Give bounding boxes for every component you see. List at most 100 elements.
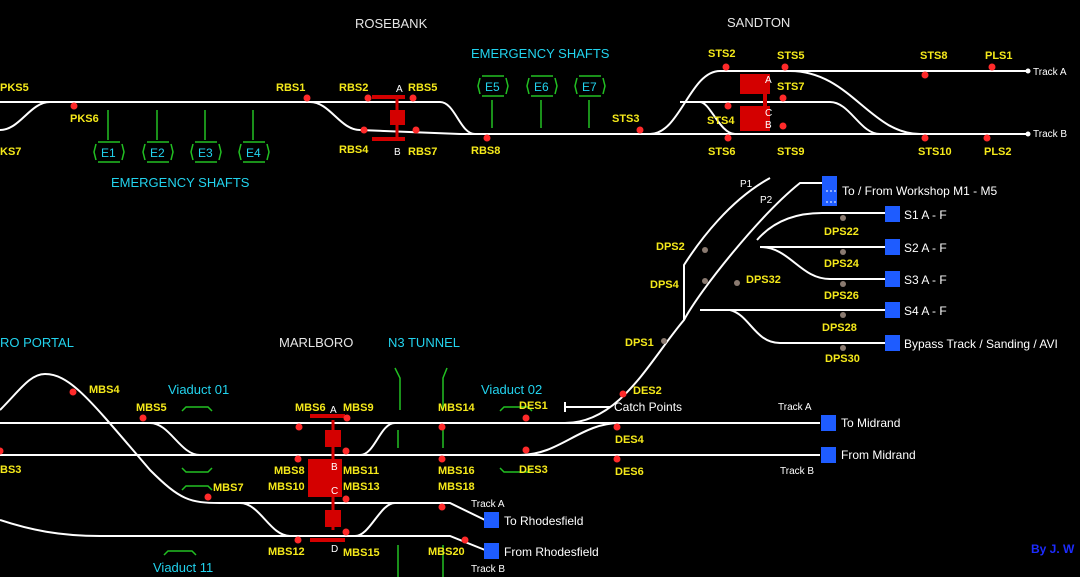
signal-lamp-rbs4 <box>360 126 368 134</box>
point-label-a1: A <box>396 84 403 95</box>
signal-lamp-mbs16 <box>438 455 446 463</box>
area-n3-tunnel: N3 TUNNEL <box>388 335 460 350</box>
dest-from-rhodesfield[interactable]: From Rhodesfield <box>484 543 599 559</box>
dest-workshop-label: To / From Workshop M1 - M5 <box>842 184 997 198</box>
dest-bypass[interactable]: Bypass Track / Sanding / AVI <box>885 335 1058 351</box>
signal-lamp-rbs2 <box>364 94 372 102</box>
dest-to-midrand[interactable]: To Midrand <box>821 415 900 431</box>
signal-dps32: DPS32 <box>746 274 781 286</box>
signal-des2: DES2 <box>633 385 662 397</box>
dest-to-midrand-label: To Midrand <box>841 416 900 430</box>
dest-s2[interactable]: S2 A - F <box>885 239 947 255</box>
depot-track-layout <box>564 177 890 424</box>
signal-lamp-mbs8 <box>294 455 302 463</box>
signal-des6: DES6 <box>615 466 644 478</box>
shaft-e1[interactable]: E1 <box>93 110 125 163</box>
dwarf-dps32 <box>734 280 740 286</box>
upper-track-layout <box>0 70 1030 135</box>
signal-mbs3: BS3 <box>0 464 21 476</box>
marlboro-occupied-block[interactable] <box>308 414 345 542</box>
dwarf-dps26 <box>840 281 846 287</box>
signal-lamp-mbs9 <box>343 414 351 422</box>
shaft-e6[interactable]: E6 <box>526 75 558 128</box>
signal-sts5: STS5 <box>777 50 805 62</box>
area-emergency-shafts-top: EMERGENCY SHAFTS <box>471 46 610 61</box>
dest-s1[interactable]: S1 A - F <box>885 206 947 222</box>
signal-mbs10: MBS10 <box>268 481 305 493</box>
signal-mbs13: MBS13 <box>343 481 380 493</box>
dwarf-dps1 <box>661 338 667 344</box>
catch-points[interactable]: Catch Points <box>564 400 682 414</box>
signal-mbs14: MBS14 <box>438 402 476 414</box>
signal-lamp-sts9 <box>779 122 787 130</box>
signal-mbs4: MBS4 <box>89 384 120 396</box>
shaft-e7[interactable]: E7 <box>574 75 606 128</box>
signal-rbs1: RBS1 <box>276 82 305 94</box>
viaduct-markers <box>163 367 533 577</box>
signal-rbs8: RBS8 <box>471 145 500 157</box>
point-label-d3: D <box>331 544 338 555</box>
signal-des1: DES1 <box>519 400 548 412</box>
dest-s4[interactable]: S4 A - F <box>885 302 947 318</box>
shaft-label-e6: E6 <box>534 80 549 94</box>
shaft-e5[interactable]: E5 <box>477 75 509 128</box>
track-label-sandton-b: Track B <box>1033 129 1067 140</box>
shaft-label-e5: E5 <box>485 80 500 94</box>
signal-lamp-sts4 <box>724 102 732 110</box>
dest-s1-label: S1 A - F <box>904 208 947 222</box>
upper-signal-lamps[interactable] <box>70 63 996 142</box>
signal-lamp-sts8 <box>921 71 929 79</box>
signal-sts10: STS10 <box>918 146 952 158</box>
dest-s4-label: S4 A - F <box>904 304 947 318</box>
point-label-b3: B <box>331 462 338 473</box>
point-label-p2: P2 <box>760 195 773 206</box>
signal-lamp-mbs18 <box>438 503 446 511</box>
dest-to-rhodesfield[interactable]: To Rhodesfield <box>484 512 583 528</box>
dest-s3[interactable]: S3 A - F <box>885 271 947 287</box>
signal-sts8: STS8 <box>920 50 948 62</box>
track-label-midrand-b: Track B <box>780 466 814 477</box>
dwarf-dps22 <box>840 215 846 221</box>
dest-to-rhodesfield-label: To Rhodesfield <box>504 514 583 528</box>
dwarf-dps4 <box>702 278 708 284</box>
shaft-e3[interactable]: E3 <box>190 110 222 163</box>
area-emergency-shafts-bottom: EMERGENCY SHAFTS <box>111 175 250 190</box>
signal-mbs6: MBS6 <box>295 402 326 414</box>
signal-dps1: DPS1 <box>625 337 654 349</box>
signal-pks5: PKS5 <box>0 82 29 94</box>
signal-lamp-sts7 <box>779 94 787 102</box>
rosebank-points[interactable] <box>372 95 405 141</box>
signal-lamp-rbs7 <box>412 126 420 134</box>
point-label-b2: B <box>765 120 772 131</box>
signal-sts2: STS2 <box>708 48 736 60</box>
signal-dps30: DPS30 <box>825 353 860 365</box>
signal-sts6: STS6 <box>708 146 736 158</box>
lower-track-layout <box>0 372 820 551</box>
shaft-label-e3: E3 <box>198 146 213 160</box>
signal-lamp-mbs7 <box>204 493 212 501</box>
signal-sts7: STS7 <box>777 81 805 93</box>
dwarf-dps24 <box>840 249 846 255</box>
signal-mbs7: MBS7 <box>213 482 244 494</box>
signal-dps22: DPS22 <box>824 226 859 238</box>
signal-mbs15: MBS15 <box>343 547 380 559</box>
shaft-e2[interactable]: E2 <box>142 110 174 163</box>
signal-lamp-pls1 <box>988 63 996 71</box>
area-portal: RO PORTAL <box>0 335 74 350</box>
signal-dps2: DPS2 <box>656 241 685 253</box>
signal-lamp-mbs4 <box>69 388 77 396</box>
shaft-e4[interactable]: E4 <box>238 110 270 163</box>
dest-workshop[interactable]: To / From Workshop M1 - M5 <box>822 176 997 206</box>
signal-des4: DES4 <box>615 434 645 446</box>
sandton-occupied-block[interactable] <box>740 74 770 131</box>
catch-points-label: Catch Points <box>614 400 682 414</box>
area-viaduct-11: Viaduct 11 <box>153 560 213 575</box>
signal-lamp-rbs8 <box>483 134 491 142</box>
signal-lamp-pks6 <box>70 102 78 110</box>
signal-lamp-mbs11 <box>342 447 350 455</box>
lower-signal-lamps[interactable] <box>0 388 627 544</box>
signal-rbs5: RBS5 <box>408 82 437 94</box>
depot-dwarf-signals[interactable] <box>661 215 846 351</box>
dest-from-midrand[interactable]: From Midrand <box>821 447 916 463</box>
